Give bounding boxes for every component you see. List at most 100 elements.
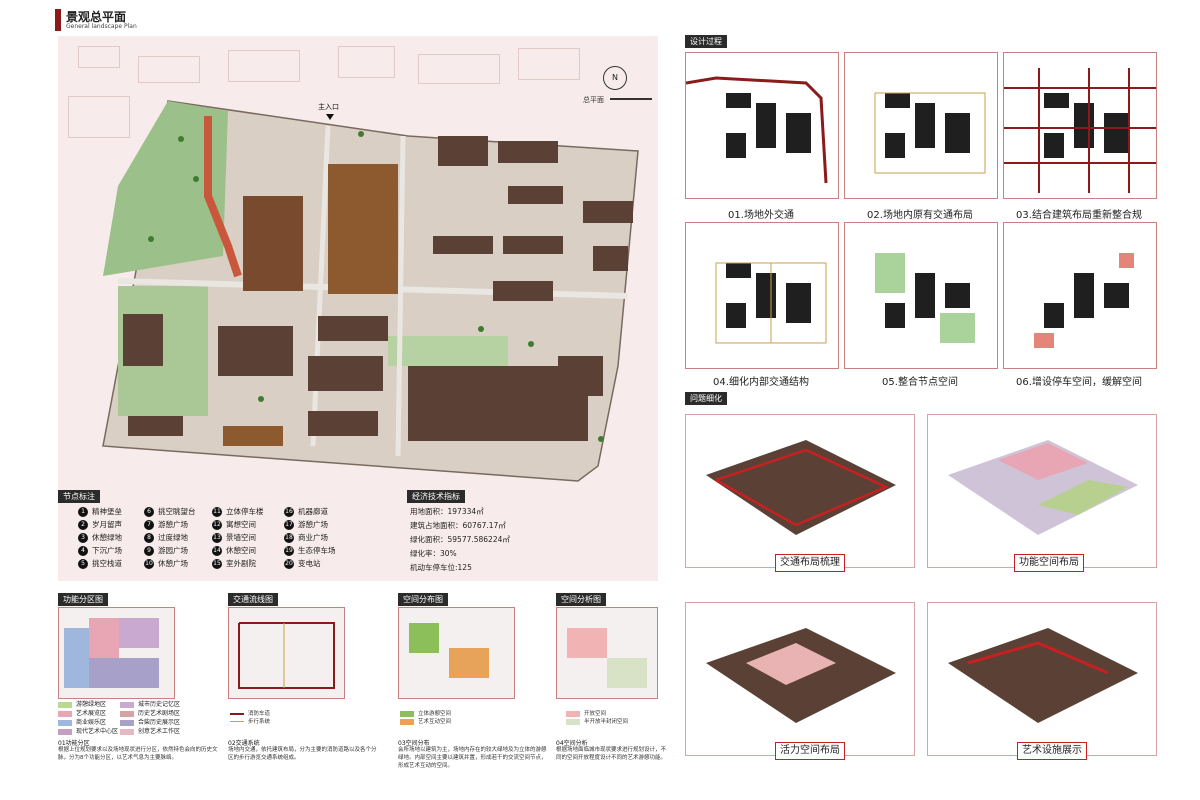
- econ-title: 经济技术指标: [407, 490, 465, 503]
- main-entry-arrow-icon: [326, 114, 334, 120]
- building-warehouse-b: [328, 164, 398, 294]
- process-step-1-label: 01.场地外交通: [728, 210, 794, 221]
- econ-item: 机动车停车位:125: [410, 563, 472, 572]
- detail-vitality-axon: [685, 602, 915, 756]
- detail-title: 问题细化: [685, 392, 727, 405]
- process-step-5: [844, 222, 998, 369]
- analysis-4-tag: 空间分析图: [556, 593, 606, 606]
- tree-icon: [258, 396, 264, 402]
- analysis-3-tag: 空间分布图: [398, 593, 448, 606]
- tree-icon: [478, 326, 484, 332]
- analysis-1-desc: 根据上位规划要求以及场地现状进行分区，依然特色会向的历史文脉，分为8个功能分区，…: [58, 747, 218, 761]
- analysis-2-tag: 交通流线图: [228, 593, 278, 606]
- analysis-2-desc: 场地内交通，依托建筑布局，分为主要的消防道路以及各个分区的步行游览交通系统组成。: [228, 747, 377, 761]
- econ-item: 绿化率：30%: [410, 549, 457, 558]
- analysis-3-legend: 立体游憩空间 艺术互动空间: [400, 710, 451, 726]
- econ-item: 建筑占地面积：60767.17㎡: [410, 521, 506, 530]
- node-legend-title: 节点标注: [58, 490, 100, 503]
- econ-item: 用地面积：197334㎡: [410, 507, 484, 516]
- compass-icon: N: [603, 66, 627, 90]
- building-block: [508, 186, 563, 204]
- title-accent-bar: [55, 9, 61, 31]
- scale-bar: [610, 98, 652, 100]
- process-step-2-label: 02.场地内原有交通布局: [867, 210, 973, 221]
- detail-label-function: 功能空间布局: [1014, 554, 1084, 572]
- building-block: [308, 411, 378, 436]
- tree-icon: [148, 236, 154, 242]
- analysis-4-legend: 开放空间 半开放半封闭空间: [566, 710, 628, 726]
- analysis-3-desc: 会所场地以建筑为主，场地内存在的较大绿地及为立体的游憩绿地。内部空间主要以建筑并…: [398, 747, 547, 769]
- building-block: [498, 141, 558, 163]
- process-step-1: [685, 52, 839, 199]
- building-warehouse-a: [243, 196, 303, 291]
- detail-label-traffic: 交通布局梳理: [775, 554, 845, 572]
- analysis-4-map: [556, 607, 658, 699]
- detail-traffic-axon: [685, 414, 915, 568]
- detail-label-vitality: 活力空间布局: [775, 742, 845, 760]
- building-block: [123, 314, 163, 366]
- detail-function-axon: [927, 414, 1157, 568]
- building-block: [558, 356, 603, 396]
- tree-icon: [528, 341, 534, 347]
- page-title: 景观总平面: [66, 10, 127, 24]
- analysis-2-legend: 消防车道 步行系统: [230, 710, 270, 726]
- building-block: [218, 326, 293, 376]
- building-block: [503, 236, 563, 254]
- building-block: [433, 236, 493, 254]
- process-step-4: [685, 222, 839, 369]
- building-block: [493, 281, 553, 301]
- analysis-3-heading: 03空间分布: [398, 740, 430, 747]
- building-block: [583, 201, 633, 223]
- process-step-3-label: 03.结合建筑布局重新整合规: [1016, 210, 1142, 221]
- design-process-title: 设计过程: [685, 35, 727, 48]
- site-plan-drawing: [102, 100, 639, 482]
- page-subtitle: General landscape Plan: [66, 23, 137, 30]
- building-block: [128, 416, 183, 436]
- process-step-4-label: 04.细化内部交通结构: [713, 377, 809, 388]
- plan-label: 总平面: [583, 96, 604, 104]
- building-block: [223, 426, 283, 446]
- process-step-6-label: 06.增设停车空间，缓解空间: [1016, 377, 1142, 388]
- process-step-6: [1003, 222, 1157, 369]
- process-step-3: [1003, 52, 1157, 199]
- tree-icon: [193, 176, 199, 182]
- analysis-3-map: [398, 607, 515, 699]
- process-step-2: [844, 52, 998, 199]
- building-block: [593, 246, 628, 271]
- analysis-4-heading: 04空间分析: [556, 740, 588, 747]
- detail-art-axon: [927, 602, 1157, 756]
- process-step-5-label: 05.整合节点空间: [882, 377, 958, 388]
- analysis-1-tag: 功能分区图: [58, 593, 108, 606]
- building-block: [438, 136, 488, 166]
- tree-icon: [598, 436, 604, 442]
- tree-icon: [178, 136, 184, 142]
- master-plan-panel: [58, 36, 658, 581]
- econ-item: 绿化面积：59577.586224㎡: [410, 535, 510, 544]
- econ-list: 用地面积：197334㎡ 建筑占地面积：60767.17㎡ 绿化面积：59577…: [410, 505, 610, 575]
- detail-label-art: 艺术设施展示: [1017, 742, 1087, 760]
- analysis-1-map: [58, 607, 175, 699]
- tree-icon: [358, 131, 364, 137]
- analysis-4-desc: 根据场地面临城市现状要求进行规划设计，不同的空间开放程度设计不同的艺术游憩功能。: [556, 747, 667, 761]
- analysis-1-heading: 01功能分区: [58, 740, 90, 747]
- context-buildings: [58, 36, 658, 581]
- main-entry-label: 主入口: [318, 103, 339, 111]
